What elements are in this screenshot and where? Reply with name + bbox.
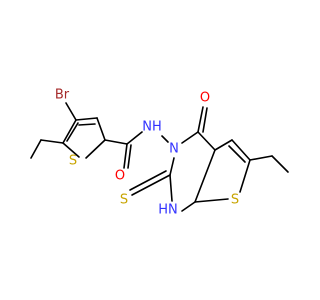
atom-nitrogen-ring: N bbox=[169, 142, 179, 157]
bond-ch2-ch3-right bbox=[271, 155, 289, 173]
bond-ch2-ch3 bbox=[30, 139, 42, 159]
bond-c5-c6-inner bbox=[228, 145, 246, 163]
bond-c4-c3 bbox=[75, 117, 98, 121]
bond-c2-s bbox=[85, 139, 106, 159]
bond-n-cthione bbox=[169, 157, 175, 176]
bond-c4a-c5 bbox=[214, 139, 233, 151]
bond-cthione-nh bbox=[169, 174, 173, 202]
bond-ccarbonyl-o bbox=[197, 106, 204, 133]
atom-bromine: Br bbox=[55, 88, 70, 103]
bond-c6-s bbox=[239, 159, 251, 193]
bond-camide-nh bbox=[126, 131, 143, 145]
molecule-structure: Br S O NH N O S HN S bbox=[30, 88, 289, 218]
bond-c5-ch2 bbox=[40, 139, 64, 144]
bond-cthione-s-double bbox=[129, 170, 167, 191]
bond-c5-c4-inner bbox=[66, 122, 79, 142]
atom-sulfur-right-ring: S bbox=[231, 193, 239, 208]
bond-camide-o bbox=[123, 143, 128, 169]
bond-c7a-c4a bbox=[194, 149, 216, 203]
bond-c6-ch2 bbox=[249, 155, 273, 161]
bond-s-c5 bbox=[62, 142, 80, 158]
bond-c4-c3-inner bbox=[78, 123, 96, 126]
bond-c3-c2 bbox=[96, 117, 106, 141]
atom-sulfur-thione: S bbox=[120, 193, 128, 208]
bond-nh-c7a bbox=[181, 201, 196, 212]
bond-s-c7a bbox=[194, 198, 229, 203]
atom-oxygen-ketone: O bbox=[200, 91, 210, 106]
atom-labels: Br S O NH N O S HN S bbox=[55, 88, 239, 218]
bond-br-c4 bbox=[65, 102, 77, 121]
bond-nh-n bbox=[161, 135, 169, 143]
bond-c2-camide bbox=[104, 139, 128, 145]
atom-hn-ring: HN bbox=[158, 203, 178, 218]
bond-c5-c6 bbox=[231, 139, 251, 161]
atom-oxygen-amide: O bbox=[115, 169, 125, 184]
bond-ccarbonyl-c4a bbox=[197, 131, 216, 151]
atom-nh-amide: NH bbox=[142, 120, 162, 135]
bond-c5-c4 bbox=[62, 119, 77, 144]
bond-ccarbonyl-o-double bbox=[202, 107, 208, 133]
bond-n-ccarbonyl bbox=[181, 131, 199, 144]
bond-lines bbox=[30, 102, 289, 212]
bond-camide-o-double bbox=[127, 144, 132, 169]
atom-sulfur-left-ring: S bbox=[69, 154, 77, 169]
bond-cthione-s bbox=[131, 174, 171, 196]
